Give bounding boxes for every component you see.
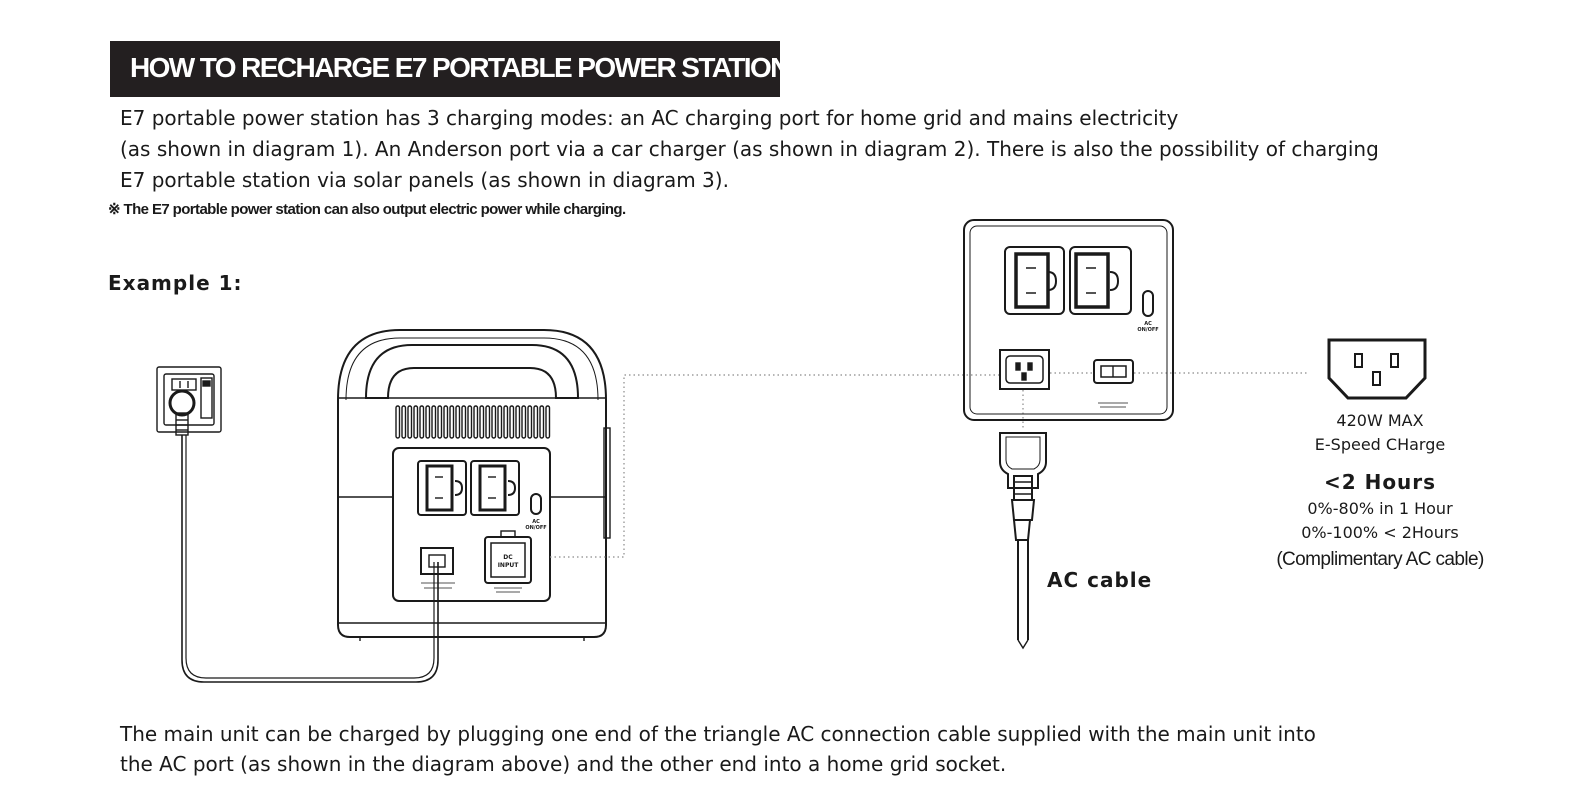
- vent-slot: [539, 405, 545, 439]
- vent-slot: [449, 405, 455, 439]
- dc-input-label: DC: [503, 554, 513, 561]
- bottom-line: the AC port (as shown in the diagram abo…: [120, 752, 1007, 776]
- vent-slot: [413, 405, 419, 439]
- vent-slot: [533, 405, 539, 439]
- vent-slot: [527, 405, 533, 439]
- ac-onoff-label: ON/OFF: [1137, 327, 1158, 333]
- intro-line: (as shown in diagram 1). An Anderson por…: [120, 137, 1379, 161]
- vent-slot: [425, 405, 431, 439]
- vent-slot: [467, 405, 473, 439]
- vent-slot: [491, 405, 497, 439]
- vent-slot: [419, 405, 425, 439]
- vent-slot: [431, 405, 437, 439]
- power-station-unit-icon: [337, 329, 611, 641]
- bottom-paragraph: The main unit can be charged by plugging…: [120, 719, 1316, 779]
- vent-slot: [497, 405, 503, 439]
- note-text: ※ The E7 portable power station can also…: [108, 201, 626, 218]
- intro-line: E7 portable station via solar panels (as…: [120, 168, 729, 192]
- ac-onoff-label: AC: [532, 519, 540, 525]
- vent-slot: [515, 405, 521, 439]
- page-title: HOW TO RECHARGE E7 PORTABLE POWER STATIO…: [130, 52, 790, 83]
- vent-slot: [485, 405, 491, 439]
- ac-onoff-label: ON/OFF: [525, 525, 546, 531]
- vent-slot: [407, 405, 413, 439]
- ac-cable-label: AC cable: [1047, 568, 1153, 592]
- ac-cable-plug-icon: [999, 432, 1047, 650]
- title-bar: HOW TO RECHARGE E7 PORTABLE POWER STATIO…: [110, 41, 790, 97]
- bottom-line: The main unit can be charged by plugging…: [120, 722, 1316, 746]
- vent-slot: [455, 405, 461, 439]
- vent-slot: [509, 405, 515, 439]
- intro-line: E7 portable power station has 3 charging…: [120, 106, 1179, 130]
- connector-lines: [550, 372, 1308, 558]
- vent-slot: [395, 405, 401, 439]
- example-label: Example 1:: [108, 271, 243, 295]
- vent-slot: [545, 405, 551, 439]
- dc-input-label: INPUT: [498, 562, 520, 569]
- spec-power: 420W MAX: [1336, 411, 1424, 430]
- vent-slot: [473, 405, 479, 439]
- vent-slot: [443, 405, 449, 439]
- wall-socket-icon: [156, 366, 222, 436]
- vent-slot: [437, 405, 443, 439]
- ac-connector-icon: [1327, 338, 1427, 400]
- spec-time: <2 Hours: [1323, 470, 1437, 494]
- ac-onoff-label: AC: [1144, 321, 1152, 327]
- ac-panel-closeup: [963, 219, 1174, 421]
- vent-slot: [461, 405, 467, 439]
- spec-rate-80: 0%-80% in 1 Hour: [1307, 499, 1453, 518]
- vent-slot: [503, 405, 509, 439]
- intro-paragraph: E7 portable power station has 3 charging…: [120, 103, 1520, 196]
- spec-speed: E-Speed CHarge: [1314, 435, 1446, 454]
- power-cable: [181, 435, 439, 683]
- vent-slot: [401, 405, 407, 439]
- vent-slot: [479, 405, 485, 439]
- spec-rate-100: 0%-100% < 2Hours: [1301, 523, 1459, 542]
- vent-slot: [521, 405, 527, 439]
- spec-cable-note: (Complimentary AC cable): [1276, 549, 1484, 570]
